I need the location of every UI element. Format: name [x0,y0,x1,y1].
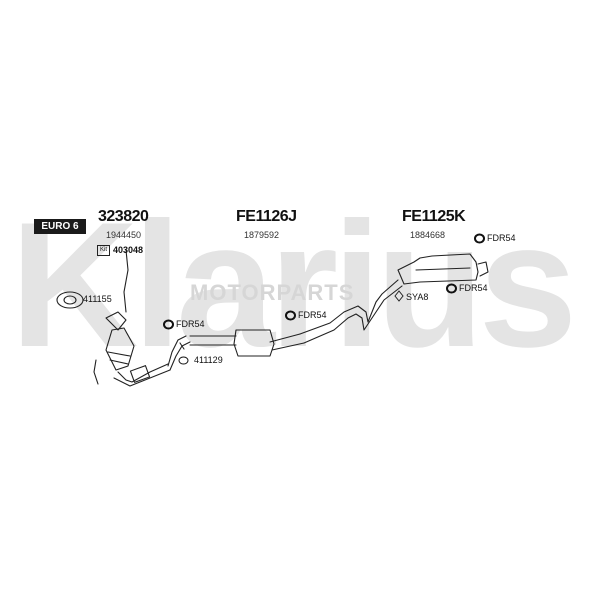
group-ref-1: 1944450 [106,230,142,240]
mount-icon [446,283,457,294]
euro-6-badge: EURO 6 [34,219,86,234]
gasket-icon [178,356,189,365]
rear-silencer [397,253,489,285]
gasket-front [56,291,84,309]
catalytic-converter [105,311,171,387]
gasket-mid-label: 411129 [194,355,223,365]
kit-part-number: 403048 [113,245,144,255]
kit-icon: Kit [97,245,110,256]
watermark-sub: MOTORPARTS [190,280,355,305]
sensor-wire [93,359,99,385]
mount-rear-top-label: FDR54 [487,233,516,243]
clamp-label: SYA8 [406,292,429,302]
middle-silencer [189,329,305,357]
centre-pipe [303,285,403,344]
mount-icon [474,233,485,244]
mount-icon [163,319,174,330]
centre-pipe [299,279,399,335]
group-ref-3: 1884668 [410,230,446,240]
sensor-wire [123,249,129,313]
group-code-3: FE1125K [402,208,466,225]
group-ref-2: 1879592 [244,230,280,240]
gasket-mid [179,342,185,350]
group-code-2: FE1126J [236,208,297,225]
front-pipe [169,341,191,371]
mount-center-label: FDR54 [298,310,327,320]
gasket-front-label: 411155 [83,294,112,304]
mount-icon [285,310,296,321]
front-pipe [167,335,187,367]
watermark-brand: Klarius [10,185,577,384]
mount-rear-bottom-label: FDR54 [459,283,488,293]
group-code-1: 323820 [98,208,149,225]
mount-mid-label: FDR54 [176,319,205,329]
clamp-icon [394,290,404,302]
